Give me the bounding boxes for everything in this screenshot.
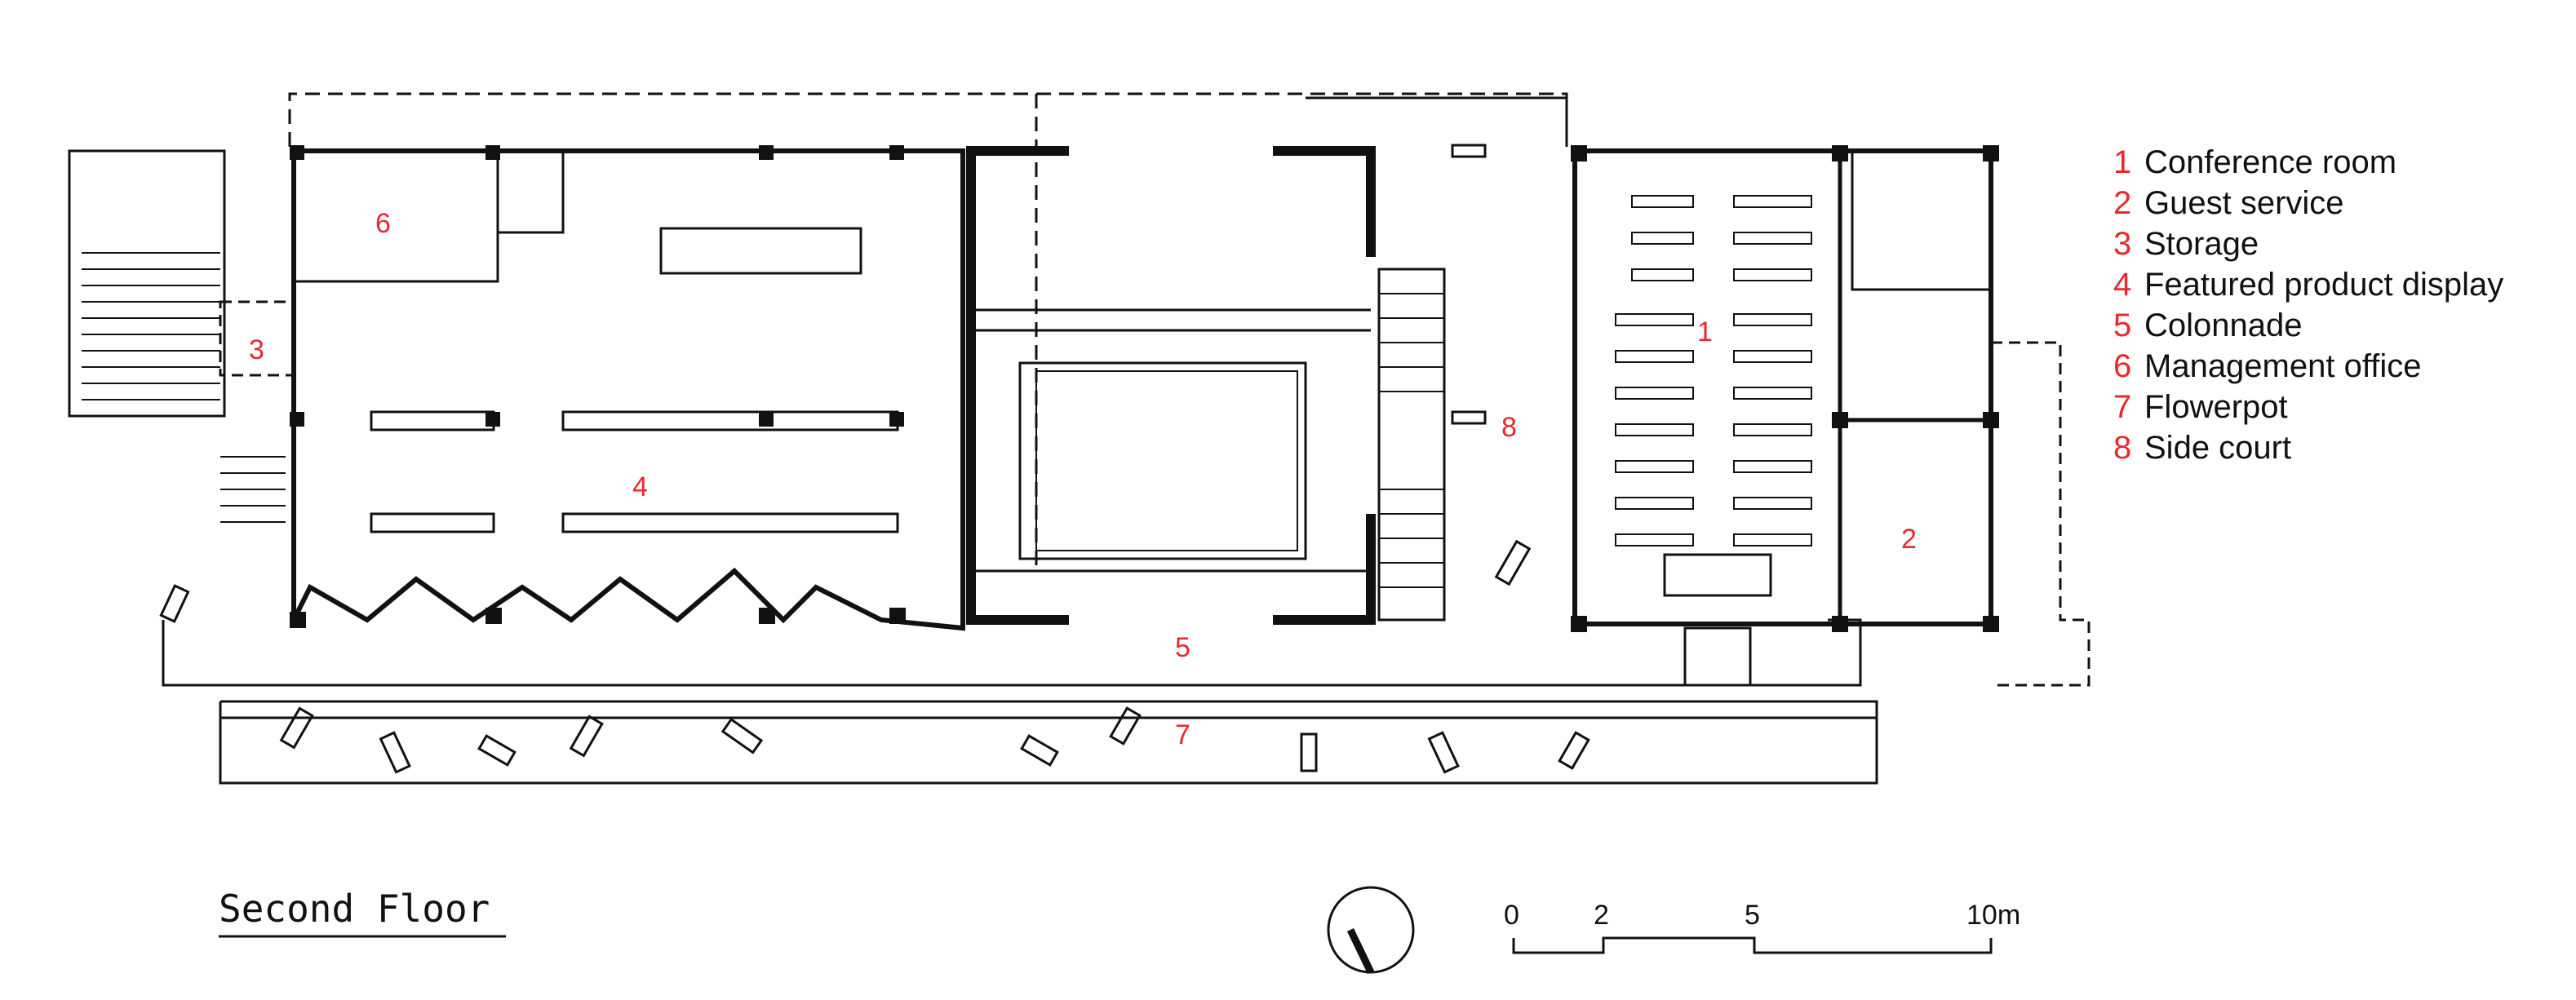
legend-label-4: Featured product display [2144,267,2503,303]
room-num-1: 1 [1697,316,1713,347]
display-counter-1 [370,410,495,431]
wc-small [496,149,565,234]
legend-num-7: 7 [2113,389,2131,425]
legend-num-2: 2 [2113,185,2131,221]
room-num-6: 6 [375,208,391,239]
left-stair [68,149,226,418]
legend-num-6: 6 [2113,348,2131,384]
flowerpot-strip [219,700,1878,785]
storage-room [219,300,295,377]
office-room [292,149,499,283]
room-num-4: 4 [632,471,648,502]
plan-linework [68,92,2091,785]
legend-num-5: 5 [2113,308,2131,343]
room-num-8: 8 [1501,412,1517,443]
terrace-outline [162,618,1862,687]
legend-label-5: Colonnade [2144,308,2303,343]
scale-tick-0: 0 [1504,900,1519,931]
legend-label-2: Guest service [2144,185,2344,221]
room-numbers: 1 2 3 4 5 6 7 8 [249,208,1917,750]
stage [1663,553,1772,597]
conference-seating [1615,195,1812,546]
plan-title: Second Floor [219,887,490,931]
side-court-stair [1377,268,1446,622]
legend-label-7: Flowerpot [2144,389,2288,425]
scale-tick-2: 2 [1594,900,1609,931]
scale-tick-5: 5 [1745,900,1760,931]
wc-block [1851,149,1993,291]
room-num-3: 3 [249,334,264,365]
core-wall-left [966,146,1069,625]
north-arrow-icon [1327,886,1415,974]
scale-tick-10m: 10m [1966,900,2020,931]
scale-bar-icon: 0 2 5 10m [1504,900,2020,954]
east-stair [1683,626,1752,687]
conference-room-wall [1572,148,1993,626]
columns [290,145,1999,632]
display-counter-2 [561,410,899,431]
room-num-2: 2 [1901,524,1917,555]
conference-table [659,227,862,275]
legend-label-8: Side court [2144,430,2291,466]
legend-num-3: 3 [2113,226,2131,262]
atrium-void [1018,361,1307,560]
legend-label-1: Conference room [2144,144,2396,180]
display-counter-3 [370,512,495,533]
legend-label-6: Management office [2144,348,2421,384]
legend-label-3: Storage [2144,226,2259,262]
guest-annex-dashed [1991,341,2091,687]
room-num-7: 7 [1175,719,1190,750]
core-wall-right [1273,146,1376,257]
room-num-5: 5 [1175,632,1190,663]
canopy-dashed [288,92,1568,147]
legend-num-4: 4 [2113,267,2131,303]
legend-num-8: 8 [2113,430,2131,466]
flowerpots [159,144,1590,774]
display-counter-4 [561,512,899,533]
west-hall-wall [291,148,965,631]
legend-num-1: 1 [2113,144,2131,180]
legend: 1 Conference room 2 Guest service 3 Stor… [2113,144,2503,466]
